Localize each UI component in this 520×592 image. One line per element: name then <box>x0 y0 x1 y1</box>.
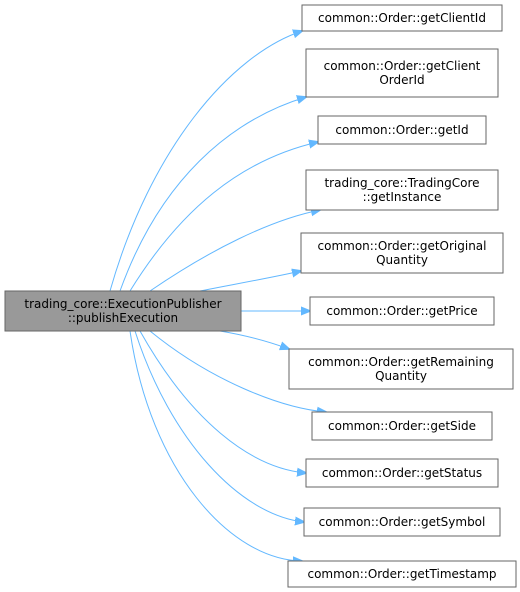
callee-node-get-status-box <box>305 458 499 488</box>
callee-node-get-client-order-id-label: common::Order::getClient <box>324 59 481 73</box>
call-edges <box>109 31 326 561</box>
callee-node-get-price-label: common::Order::getPrice <box>326 304 477 318</box>
call-edge-get-id <box>129 142 318 292</box>
callee-node-get-instance-label: ::getInstance <box>363 190 442 204</box>
callee-node-get-instance-box <box>305 169 499 211</box>
callee-node-get-instance-label: trading_core::TradingCore <box>324 176 479 190</box>
callee-node-get-symbol[interactable]: common::Order::getSymbol <box>303 507 501 537</box>
callee-node-get-remaining-quantity-label: Quantity <box>375 369 427 383</box>
callee-node-get-client-id-label: common::Order::getClientId <box>318 11 486 25</box>
callee-node-get-timestamp-box <box>287 560 517 588</box>
callee-node-get-side-label: common::Order::getSide <box>328 419 476 433</box>
graph-nodes: trading_core::ExecutionPublisher::publis… <box>4 4 517 588</box>
callee-node-get-id-box <box>317 115 487 145</box>
callee-node-get-status[interactable]: common::Order::getStatus <box>305 458 499 488</box>
callee-node-get-client-order-id-label: OrderId <box>379 73 424 87</box>
callee-node-get-instance[interactable]: trading_core::TradingCore::getInstance <box>305 169 499 211</box>
call-edge-get-original-quantity <box>199 271 301 292</box>
callee-node-get-timestamp[interactable]: common::Order::getTimestamp <box>287 560 517 588</box>
call-edge-get-side <box>149 330 326 412</box>
call-edge-get-instance <box>149 210 320 292</box>
call-edge-get-client-order-id <box>119 97 306 292</box>
callee-node-get-status-label: common::Order::getStatus <box>322 466 482 480</box>
callee-node-get-original-quantity-box <box>300 232 504 274</box>
call-edge-get-symbol <box>134 330 304 522</box>
source-node-publish-execution[interactable]: trading_core::ExecutionPublisher::publis… <box>4 290 242 332</box>
call-edge-get-status <box>139 330 306 473</box>
callee-node-get-id-label: common::Order::getId <box>335 123 468 137</box>
callee-node-get-remaining-quantity-box <box>288 348 514 390</box>
source-node-publish-execution-label: ::publishExecution <box>68 311 178 325</box>
callee-node-get-price-box <box>309 296 495 326</box>
source-node-publish-execution-label: trading_core::ExecutionPublisher <box>24 297 221 311</box>
callee-node-get-client-order-id-box <box>305 48 499 98</box>
call-edge-get-timestamp <box>129 330 302 561</box>
source-node-publish-execution-box <box>4 290 242 332</box>
callee-node-get-remaining-quantity-label: common::Order::getRemaining <box>308 355 494 369</box>
callee-node-get-client-id-box <box>301 4 503 32</box>
callee-node-get-side-box <box>311 411 493 441</box>
callee-node-get-symbol-label: common::Order::getSymbol <box>319 515 486 529</box>
callee-node-get-client-id[interactable]: common::Order::getClientId <box>301 4 503 32</box>
callee-node-get-price[interactable]: common::Order::getPrice <box>309 296 495 326</box>
callee-node-get-original-quantity-label: Quantity <box>376 253 428 267</box>
callee-node-get-side[interactable]: common::Order::getSide <box>311 411 493 441</box>
call-edge-get-remaining-quantity <box>219 330 289 349</box>
call-edge-get-client-id <box>109 31 302 292</box>
callee-node-get-id[interactable]: common::Order::getId <box>317 115 487 145</box>
callee-node-get-original-quantity-label: common::Order::getOriginal <box>318 239 487 253</box>
callee-node-get-symbol-box <box>303 507 501 537</box>
callee-node-get-timestamp-label: common::Order::getTimestamp <box>307 567 496 581</box>
